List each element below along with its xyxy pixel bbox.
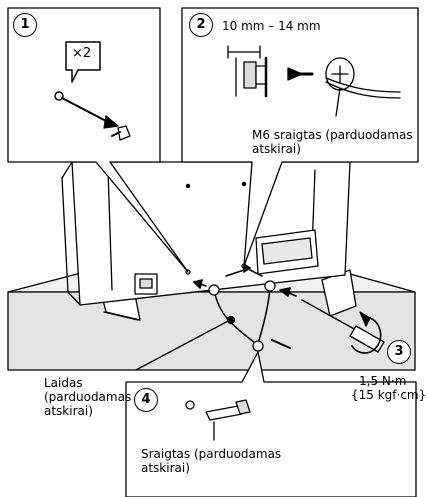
bolt-label-line-2: atskirai) [252, 142, 301, 156]
callout-4-contents [185, 399, 251, 441]
step-badge-3: 3 [387, 340, 411, 364]
callout-2-contents [227, 45, 401, 117]
cable-label-line-1: Laidas [44, 376, 83, 390]
callout-4-frame [125, 351, 417, 497]
quantity-label: ×2 [72, 46, 92, 61]
step-badge-1: 1 [13, 13, 37, 37]
screw-label-line-1: Sraigtas (parduodamas [141, 447, 282, 461]
cable-label-line-3: atskirai) [44, 404, 93, 418]
cable-assembly [135, 280, 291, 371]
callout-2-frame [181, 7, 419, 267]
bolt-label-line-1: M6 sraigtas (parduodamas [252, 128, 413, 142]
spacer-range-label: 10 mm – 14 mm [222, 19, 321, 33]
cable-label-line-2: (parduodamas [44, 390, 132, 404]
screwdriver [301, 299, 385, 354]
step-badge-4: 4 [134, 388, 158, 412]
tv-back [61, 161, 351, 306]
screw-label-line-2: atskirai) [141, 461, 190, 475]
callout-1-frame [7, 7, 189, 273]
torque-line-1: 1,5 N·m [359, 374, 407, 388]
step-badge-2: 2 [189, 13, 213, 37]
assembly-arrows [193, 263, 297, 297]
torque-line-2: {15 kgf·cm} [351, 388, 427, 402]
callout-1-contents [54, 41, 131, 141]
